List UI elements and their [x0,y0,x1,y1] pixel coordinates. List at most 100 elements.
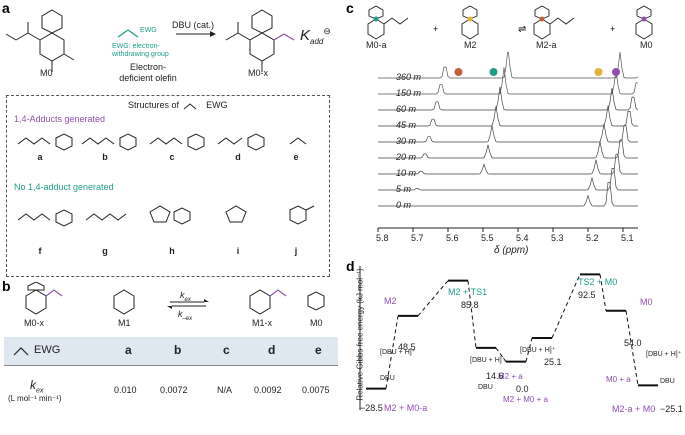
panel-c-label: c [346,0,354,16]
nmr-spectrum-trace [378,182,638,207]
time-label-30: 30 m [396,136,417,146]
box-title: Structures of EWG [128,100,228,111]
nmr-species-marker [594,68,603,76]
nmr-species-marker [489,68,498,76]
struct-b: b [102,152,108,162]
time-label-150: 150 m [396,88,422,98]
tick-5.6: 5.6 [446,233,459,243]
tick-5.7: 5.7 [411,233,424,243]
table-col-e: e [315,343,322,357]
table-header-ewg: EWG [34,344,61,356]
no-adduct-structures-row2 [17,205,315,227]
olefin-label: Electron-deficient olefin [119,62,177,83]
struct-e: e [293,152,299,162]
table-olefin-icon [13,347,29,356]
nmr-spectra [377,52,639,232]
state-label-m2-m0a: M2 + M0-a [384,403,428,413]
b-reactant1: M0-x [24,318,44,328]
tick-5.2: 5.2 [586,233,599,243]
table-col-d: d [268,343,276,357]
kex-value-d: 0.0092 [254,385,282,395]
struct-j: j [294,246,298,256]
nmr-species-marker [454,68,463,76]
adducts-title: 1,4-Adducts generated [14,114,106,124]
table-col-b: b [174,343,182,357]
c-species-m0a: M0-a [366,40,387,50]
panel-a-scheme [5,9,295,72]
struct-h: h [169,246,175,256]
energy-connector [467,280,477,348]
tick-5.5: 5.5 [481,233,494,243]
state-energy-ts1: 85.8 [461,300,479,310]
no-adducts-title: No 1,4-adduct generated [14,182,114,192]
svg-text:+: + [610,24,615,34]
nmr-spectrum-trace [378,67,638,95]
dbu-far-right: DBU [660,378,675,385]
energy-connector [495,347,507,362]
kex-f-k: k [180,290,185,300]
state-label-m2m0a: M2 + M0 + a [503,395,548,404]
c-species-m0: M0 [640,40,653,50]
dbuh-left: [DBU + H]⁺ [380,349,416,356]
c-species-m2a: M2-a [536,40,557,50]
structures-box [6,95,330,277]
time-label-45: 45 m [396,120,417,130]
dbu-left: DBU [380,375,395,382]
table-col-c: c [223,343,230,357]
box-title-text: Structures of [128,100,180,110]
energy-profile [359,266,658,410]
struct-a: a [37,152,43,162]
product-label: M0-x [248,68,268,78]
panel-a-label: a [2,0,10,16]
energy-connector [551,274,581,339]
box-title-ewg: EWG [206,100,228,110]
tick-5.1: 5.1 [621,233,634,243]
state-label-m0a: M0 + a [606,375,631,384]
nmr-spectrum-trace [378,52,639,79]
b-reactant2: M1 [118,318,131,328]
struct-c: c [169,152,175,162]
k-add-sup: ⊖ [323,26,331,36]
nmr-spectrum-trace [378,123,638,143]
b-kex-forward: kex [180,290,191,303]
panel-d-label: d [346,258,355,274]
struct-d: d [235,152,241,162]
kex-r-k: k [178,309,183,319]
struct-i: i [236,246,240,256]
tick-5.3: 5.3 [551,233,564,243]
state-label-m2: M2 [384,296,397,306]
state-energy-m0: 54.0 [624,338,642,348]
svg-text:⇌: ⇌ [518,24,526,35]
kex-value-a: 0.010 [114,385,137,395]
state-label-ts1: M2 + TS1 [448,287,488,297]
energy-connector [417,280,449,317]
nmr-xlabel: δ (ppm) [494,245,529,256]
b-product2: M0 [310,318,323,328]
svg-text:+: + [433,24,438,34]
ewg-note: EWG: electron-withdrawing group [112,43,169,58]
table-divider [4,365,338,366]
state-energy-m2m0a: 0.0 [516,384,529,394]
state-energy-m2a-m0: −25.1 [660,404,683,414]
table-row-unit: (L mol⁻¹ min⁻¹) [8,394,62,403]
struct-f: f [38,246,42,256]
k-add-label: Kadd⊖ [300,26,331,46]
panel-c-molecules: ⇌ + + [367,5,653,40]
table-row-k: k [30,378,36,392]
k-add-symbol: K [300,27,311,44]
state-energy-m2a: 14.6 [486,371,504,381]
time-label-60: 60 m [396,104,417,114]
state-energy-m2: 48.5 [398,342,416,352]
state-label-m2a: M2 + a [498,372,523,381]
state-label-m2a-m0: M2-a + M0 [612,404,656,414]
time-label-20: 20 m [396,152,417,162]
time-label-10: 10 m [396,168,417,178]
tick-5.4: 5.4 [516,233,529,243]
b-product1: M1-x [252,318,272,328]
kex-table-header [4,337,338,365]
kex-r-sub: –ex [182,315,193,322]
nmr-spectrum-trace [378,153,638,175]
kex-f-sub: ex [184,296,191,303]
state-label-ts2: TS2 + M0 [578,277,618,287]
struct-g: g [102,246,108,256]
